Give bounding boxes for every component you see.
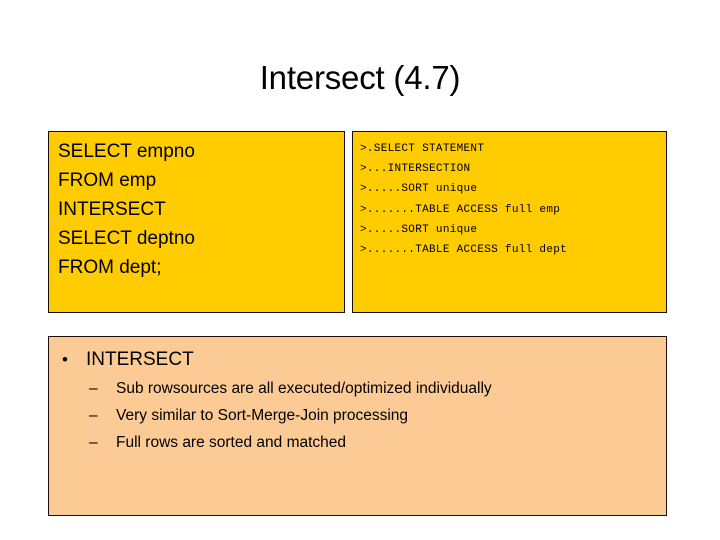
sql-line: FROM dept; [58, 257, 162, 278]
sql-statement-box: SELECT empno FROM emp INTERSECT SELECT d… [48, 131, 345, 313]
plan-line: >.....SORT unique [360, 183, 478, 196]
plan-line: >.......TABLE ACCESS full dept [360, 244, 568, 257]
plan-line: >...INTERSECTION [360, 163, 471, 176]
sql-line: SELECT deptno [58, 228, 195, 249]
bullet-item-label: INTERSECT [86, 349, 194, 370]
notes-box: • INTERSECT – Sub rowsources are all exe… [48, 336, 667, 516]
execution-plan-box: >.SELECT STATEMENT >...INTERSECTION >...… [352, 131, 667, 313]
sub-bullet-label: Sub rowsources are all executed/optimize… [116, 380, 492, 397]
sub-bullet-label: Full rows are sorted and matched [116, 434, 347, 451]
dash-icon: – [89, 434, 98, 451]
bullet-item-intersect: • INTERSECT [49, 345, 666, 375]
sub-bullet-label: Very similar to Sort-Merge-Join processi… [116, 407, 409, 424]
sub-bullet-item: – Sub rowsources are all executed/optimi… [49, 375, 666, 402]
plan-line: >.....SORT unique [360, 223, 478, 236]
notes-list: • INTERSECT – Sub rowsources are all exe… [49, 345, 666, 456]
dash-icon: – [89, 407, 98, 424]
dash-icon: – [89, 380, 98, 397]
bullet-dot-icon: • [62, 350, 68, 369]
sql-line: FROM emp [58, 170, 157, 191]
page-title: Intersect (4.7) [259, 59, 461, 96]
execution-plan-lines: >.SELECT STATEMENT >...INTERSECTION >...… [360, 139, 663, 260]
sub-bullet-item: – Full rows are sorted and matched [49, 429, 666, 456]
sub-bullet-item: – Very similar to Sort-Merge-Join proces… [49, 402, 666, 429]
plan-line: >.......TABLE ACCESS full emp [360, 203, 561, 216]
sql-line: SELECT empno [58, 141, 195, 162]
plan-line: >.SELECT STATEMENT [360, 143, 485, 155]
sql-line: INTERSECT [58, 199, 166, 220]
sql-statement-lines: SELECT empno FROM emp INTERSECT SELECT d… [58, 137, 340, 282]
